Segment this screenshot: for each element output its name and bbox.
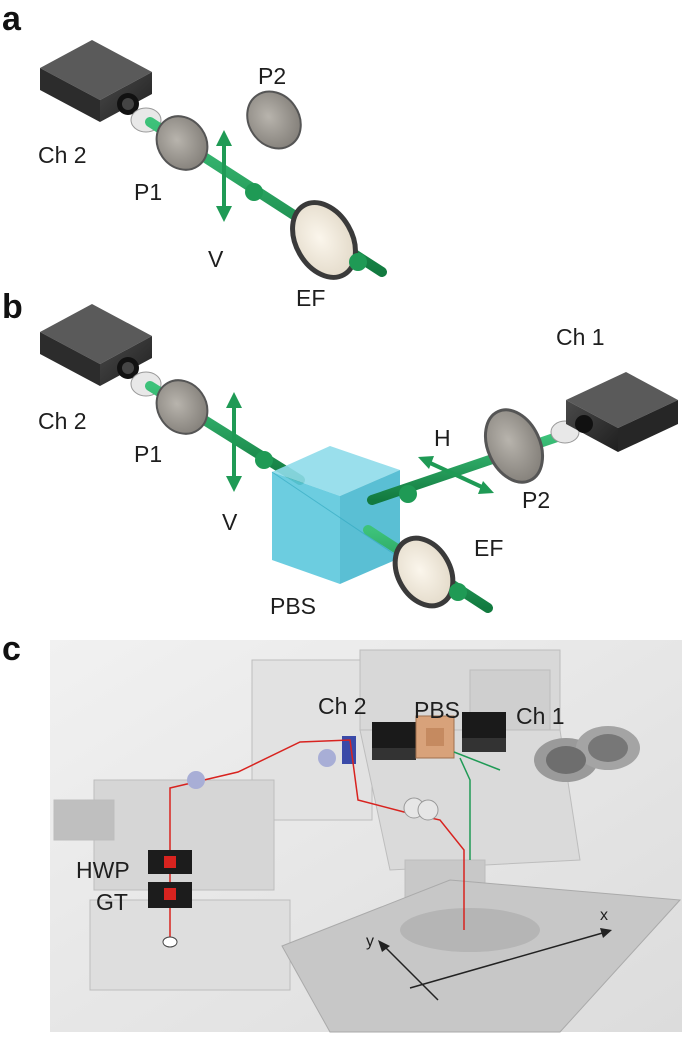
label-p2-b: P2 <box>522 487 550 513</box>
label-v-b: V <box>222 509 238 535</box>
label-axis-y: y <box>366 933 374 950</box>
label-p1-a: P1 <box>134 179 162 205</box>
label-ef-a: EF <box>296 285 325 311</box>
label-axis-x: x <box>600 907 608 924</box>
label-p1-b: P1 <box>134 441 162 467</box>
polarizing-beam-splitter-cube <box>271 446 401 584</box>
panel-b: b <box>2 288 678 619</box>
label-ch2-b: Ch 2 <box>38 408 87 434</box>
camera-ch2-c <box>342 722 416 764</box>
beam-node-b2 <box>399 485 417 503</box>
camera-ch2-a <box>40 40 152 122</box>
label-ef-b: EF <box>474 535 503 561</box>
label-ch1-c: Ch 1 <box>516 703 565 729</box>
panel-letter-a: a <box>2 0 22 38</box>
camera-ch2-b <box>40 304 152 386</box>
beam-node-b <box>255 451 273 469</box>
beam-node-a <box>245 183 263 201</box>
polarizer-p1-b <box>155 379 209 435</box>
emission-filter-a <box>290 200 358 280</box>
beam-node-a2 <box>349 253 367 271</box>
sample-stage <box>281 879 682 1033</box>
polarizer-p2-a <box>246 90 302 150</box>
optic-mount-4 <box>417 799 439 821</box>
waveplate-mounts <box>148 850 192 908</box>
panel-letter-c: c <box>2 630 21 668</box>
panel-letter-b: b <box>2 288 23 326</box>
label-ch1-b: Ch 1 <box>556 324 605 350</box>
eyepiece-group <box>534 726 640 782</box>
camera-ch1-b <box>550 372 678 452</box>
label-gt-c: GT <box>96 889 128 915</box>
label-hwp-c: HWP <box>76 857 130 883</box>
vertical-polarization-arrow-a <box>216 130 232 222</box>
label-pbs-b: PBS <box>270 593 316 619</box>
emission-filter-b <box>392 535 456 609</box>
label-ch2-a: Ch 2 <box>38 142 87 168</box>
panel-c: c <box>2 630 682 1033</box>
polarizer-p1-a <box>155 115 209 171</box>
laser-source-port <box>162 936 178 948</box>
panel-a: a Ch 2 P1 P2 V EF <box>2 0 387 311</box>
stage-axes <box>378 928 612 1001</box>
pbs-cube-face <box>426 728 444 746</box>
horizontal-polarization-arrow-b <box>418 456 494 494</box>
label-pbs-c: PBS <box>414 697 460 723</box>
label-v-a: V <box>208 246 224 272</box>
label-h-b: H <box>434 425 451 451</box>
label-ch2-c: Ch 2 <box>318 693 367 719</box>
beam-node-b3 <box>449 583 467 601</box>
green-beams-c <box>453 751 501 860</box>
optic-mount-2 <box>318 749 336 767</box>
label-p2-a: P2 <box>258 63 286 89</box>
polarizer-p2-b <box>483 408 545 484</box>
vertical-polarization-arrow-b <box>226 392 242 492</box>
camera-ch1-c <box>462 712 506 752</box>
optic-mount-1 <box>187 771 205 789</box>
